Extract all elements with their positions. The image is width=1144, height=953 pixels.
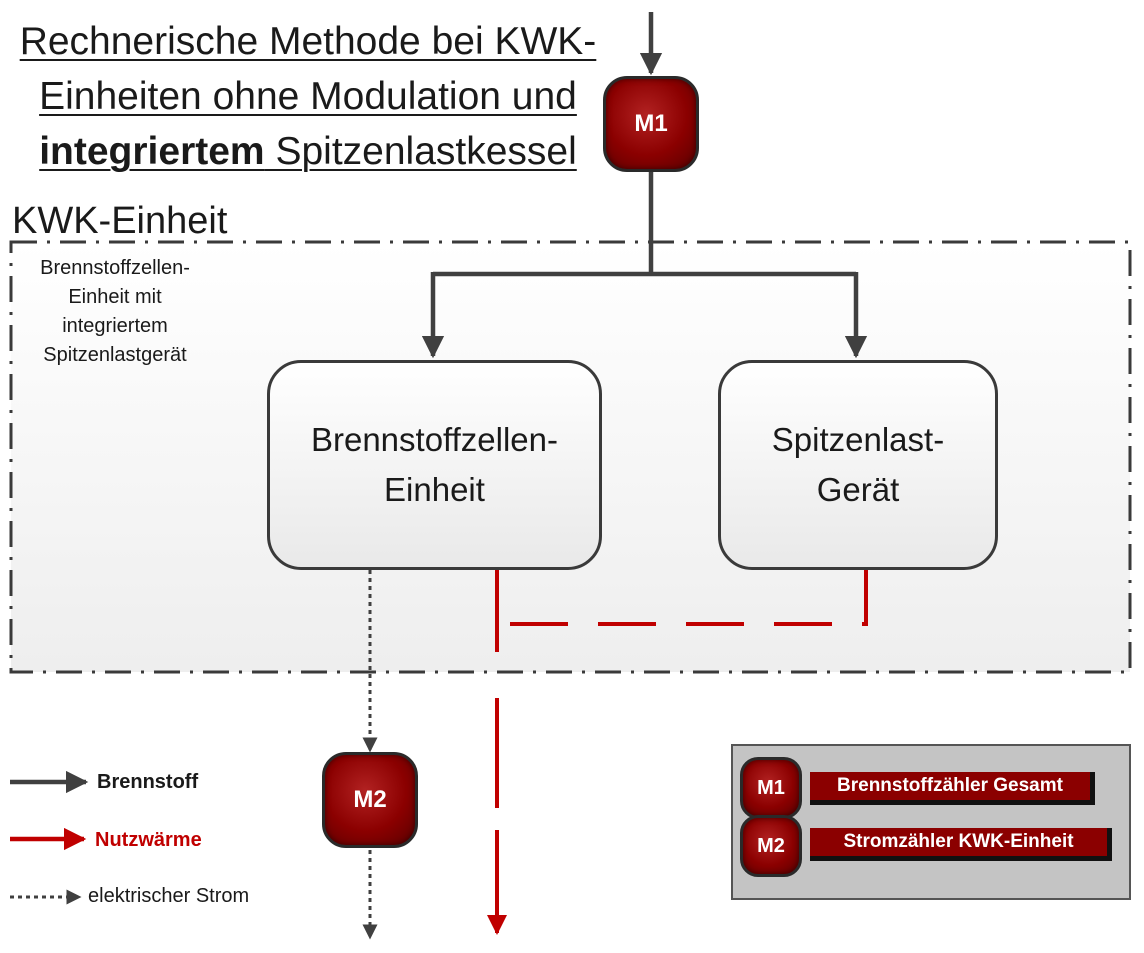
heat-line-peak-unit — [497, 570, 868, 626]
peak-load-unit-label: Spitzenlast- Gerät — [771, 421, 945, 508]
region-border — [9, 240, 1132, 674]
region-label: KWK-Einheit — [12, 200, 228, 242]
peak-load-unit-box: Spitzenlast- Gerät — [718, 360, 998, 570]
key-label-m2: Stromzähler KWK-Einheit — [810, 828, 1112, 861]
title-line-1: Rechnerische Methode bei KWK- — [19, 20, 597, 63]
key-label-m1: Brennstoffzähler Gesamt — [810, 772, 1095, 805]
region-note-text: Brennstoffzellen- Einheit mit integriert… — [40, 257, 190, 366]
legend-fuel-label: Brennstoff — [97, 771, 199, 793]
meter-key-box: M1 Brennstoffzähler Gesamt M2 Stromzähle… — [731, 744, 1131, 900]
legend-heat-label: Nutzwärme — [95, 829, 202, 851]
meter-m1: M1 — [603, 76, 699, 172]
title-line-2: Einheiten ohne Modulation und — [39, 75, 577, 118]
diagram-title: Rechnerische Methode bei KWK- Einheiten … — [8, 14, 608, 179]
title-line-3: integriertem Spitzenlastkessel — [8, 124, 608, 179]
key-meter-m1: M1 — [740, 757, 802, 819]
region-note: Brennstoffzellen- Einheit mit integriert… — [20, 254, 210, 370]
title-emphasis: integriertem — [39, 130, 265, 173]
key-meter-m2: M2 — [740, 815, 802, 877]
fuel-cell-unit-label: Brennstoffzellen- Einheit — [310, 421, 559, 508]
fuel-cell-unit-box: Brennstoffzellen- Einheit — [267, 360, 602, 570]
legend-power-label: elektrischer Strom — [88, 885, 250, 907]
title-line-3-rest: Spitzenlastkessel — [264, 130, 577, 173]
meter-m2: M2 — [322, 752, 418, 848]
